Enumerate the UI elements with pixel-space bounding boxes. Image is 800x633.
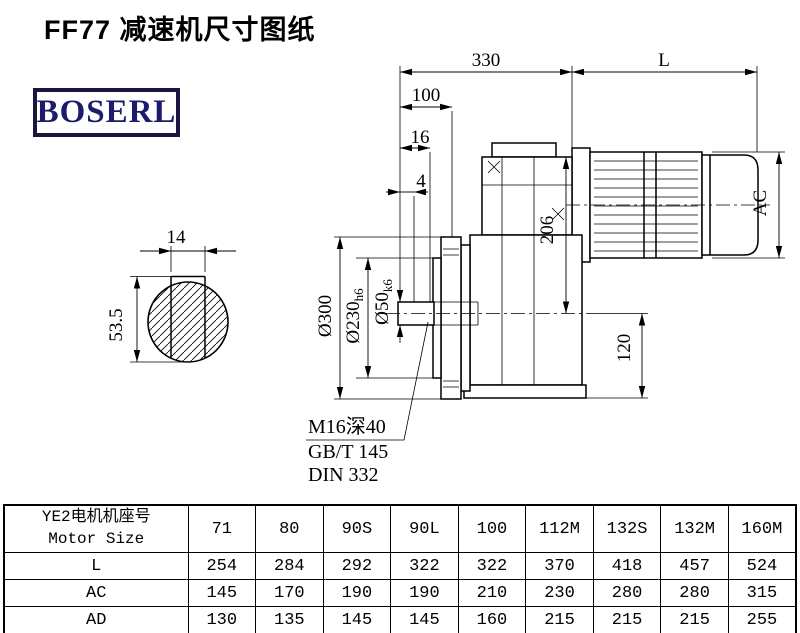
size-cell: 132M bbox=[660, 504, 729, 553]
value-cell: 190 bbox=[322, 579, 392, 607]
value-cell: 280 bbox=[592, 579, 662, 607]
surface-marks bbox=[487, 160, 565, 221]
value-cell: 190 bbox=[390, 579, 459, 607]
dim-L-label: L bbox=[658, 50, 670, 71]
dim-14-label: 14 bbox=[167, 227, 187, 248]
size-cell: 71 bbox=[187, 504, 257, 553]
logo-text: BOSERL bbox=[36, 94, 177, 130]
row-label: AD bbox=[3, 606, 189, 633]
output-flange bbox=[440, 236, 462, 400]
size-cell: 90S bbox=[322, 504, 392, 553]
dim-53-5-label: 53.5 bbox=[106, 308, 127, 341]
shaft-section-view bbox=[130, 246, 236, 363]
note-din-label: DIN 332 bbox=[308, 464, 379, 486]
flange-bolt-holes bbox=[443, 248, 459, 388]
value-cell: 322 bbox=[390, 552, 459, 580]
size-cell: 100 bbox=[457, 504, 527, 553]
dim-120-label: 120 bbox=[614, 334, 635, 363]
value-cell: 135 bbox=[255, 606, 324, 633]
dim-100-label: 100 bbox=[412, 85, 441, 106]
housing-foot bbox=[463, 384, 587, 399]
shaft-section-circle bbox=[147, 281, 229, 363]
value-cell: 130 bbox=[187, 606, 257, 633]
value-cell: 230 bbox=[525, 579, 594, 607]
dimension-lines bbox=[334, 66, 785, 400]
dim-4-label: 4 bbox=[416, 171, 426, 192]
row-label: AC bbox=[3, 579, 189, 607]
dim-AC-label: AC bbox=[750, 190, 771, 216]
value-cell: 215 bbox=[592, 606, 662, 633]
dimension-table: YE2电机机座号 Motor Size 71 80 90S 90L 100 11… bbox=[3, 504, 797, 633]
value-cell: 215 bbox=[525, 606, 594, 633]
value-cell: 370 bbox=[525, 552, 594, 580]
value-cell: 280 bbox=[660, 579, 729, 607]
value-cell: 322 bbox=[457, 552, 527, 580]
dimension-table-wrap: YE2电机机座号 Motor Size 71 80 90S 90L 100 11… bbox=[3, 504, 797, 633]
dim-206-label: 206 bbox=[537, 216, 558, 245]
value-cell: 524 bbox=[727, 552, 797, 580]
value-cell: 170 bbox=[255, 579, 324, 607]
flange-neck bbox=[460, 244, 471, 392]
size-cell: 132S bbox=[592, 504, 662, 553]
size-cell: 80 bbox=[255, 504, 324, 553]
size-cell: 112M bbox=[525, 504, 594, 553]
table-row-AD: AD 130 135 145 145 160 215 215 215 255 bbox=[3, 606, 797, 633]
note-m16-label: M16深40 bbox=[308, 415, 386, 438]
value-cell: 145 bbox=[322, 606, 392, 633]
note-gbt-label: GB/T 145 bbox=[308, 441, 388, 463]
boserl-logo: BOSERL bbox=[33, 88, 180, 137]
dim-50k6-label: Ø50k6 bbox=[372, 279, 395, 325]
dim-16-label: 16 bbox=[411, 127, 430, 148]
housing-body bbox=[469, 234, 583, 386]
housing-top-cap bbox=[491, 142, 557, 158]
header-label-en: Motor Size bbox=[48, 530, 145, 548]
value-cell: 457 bbox=[660, 552, 729, 580]
value-cell: 210 bbox=[457, 579, 527, 607]
value-cell: 215 bbox=[660, 606, 729, 633]
motor-fins bbox=[594, 160, 698, 252]
motor-size-header-cell: YE2电机机座号 Motor Size bbox=[3, 504, 189, 553]
dimension-labels: 330 L 100 16 4 AC 206 Ø300 Ø230h6 Ø50k6 … bbox=[106, 50, 771, 362]
value-cell: 254 bbox=[187, 552, 257, 580]
value-cell: 315 bbox=[727, 579, 797, 607]
value-cell: 292 bbox=[322, 552, 392, 580]
dim-330-label: 330 bbox=[472, 50, 501, 71]
size-cell: 90L bbox=[390, 504, 459, 553]
table-row-L: L 254 284 292 322 322 370 418 457 524 bbox=[3, 552, 797, 580]
value-cell: 145 bbox=[390, 606, 459, 633]
header-label-cn: YE2电机机座号 bbox=[41, 508, 151, 527]
row-label: L bbox=[3, 552, 189, 580]
gearbox-dimension-drawing: 330 L 100 16 4 AC 206 Ø300 Ø230h6 Ø50k6 … bbox=[106, 50, 785, 486]
value-cell: 284 bbox=[255, 552, 324, 580]
value-cell: 255 bbox=[727, 606, 797, 633]
dim-300-label: Ø300 bbox=[315, 295, 336, 337]
dim-230h6-label: Ø230h6 bbox=[343, 288, 366, 344]
table-header-row: YE2电机机座号 Motor Size 71 80 90S 90L 100 11… bbox=[3, 504, 797, 553]
thread-notes: M16深40 GB/T 145 DIN 332 bbox=[306, 321, 429, 486]
value-cell: 418 bbox=[592, 552, 662, 580]
value-cell: 145 bbox=[187, 579, 257, 607]
gearbox-main-view bbox=[386, 142, 770, 400]
table-row-AC: AC 145 170 190 190 210 230 280 280 315 bbox=[3, 579, 797, 607]
page-title: FF77 减速机尺寸图纸 bbox=[44, 15, 316, 45]
note-leader-line bbox=[306, 321, 429, 441]
size-cell: 160M bbox=[727, 504, 797, 553]
value-cell: 160 bbox=[457, 606, 527, 633]
